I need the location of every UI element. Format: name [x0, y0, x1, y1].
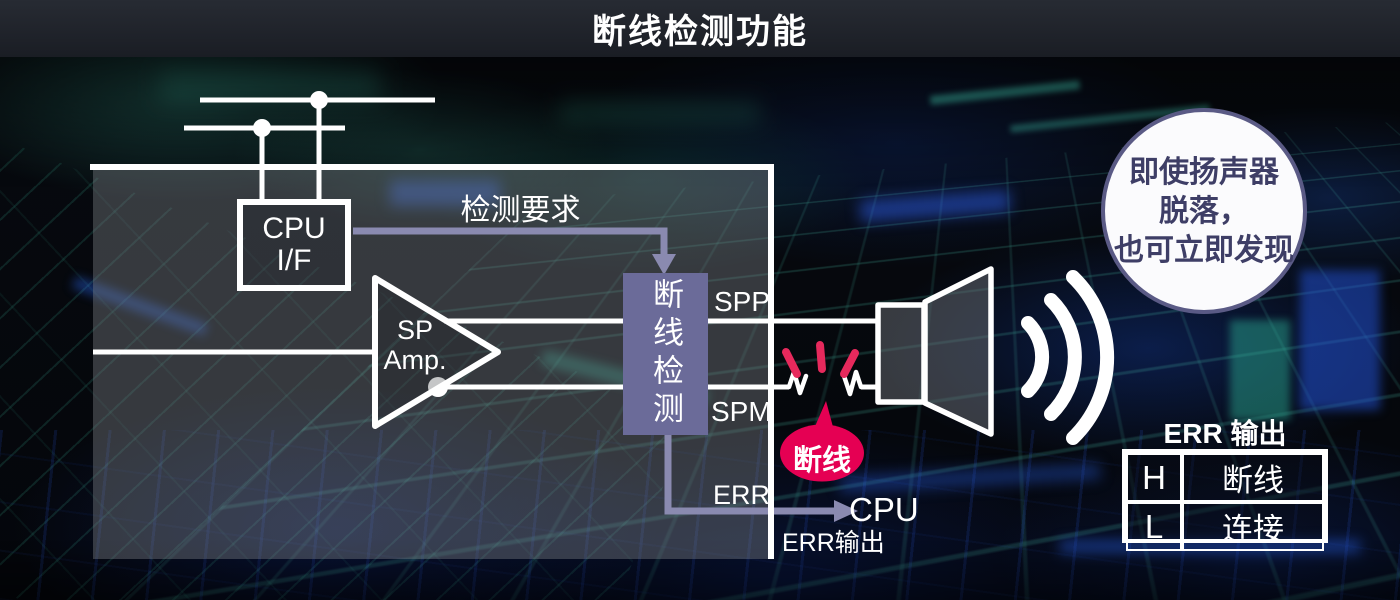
cpu-if-box: CPU I/F [237, 199, 351, 291]
cpu-if-label-line2: I/F [277, 245, 312, 277]
cpu-if-label-line1: CPU [262, 213, 325, 245]
junction-dot [310, 91, 328, 109]
junction-dot [253, 119, 271, 137]
disconnection-detector-block: 断线检测 [623, 273, 708, 435]
callout-line2: 脱落， [1159, 192, 1249, 231]
detect-request-arrow [353, 231, 676, 275]
err-table-level-l: L [1126, 502, 1182, 551]
err-table-title: ERR 输出 [1122, 412, 1328, 452]
pin-label-err: ERR [713, 480, 770, 511]
sound-waves-icon [1028, 277, 1107, 438]
page-title: 断线检测功能 [592, 4, 808, 53]
callout-line3: 也可立即发现 [1114, 231, 1294, 270]
sp-amp-label-line2: Amp. [378, 346, 452, 376]
err-table-state-disconnected: 断线 [1182, 453, 1324, 502]
disconnection-badge-label: 断线 [780, 437, 864, 479]
bus-lines [184, 100, 435, 199]
break-spark-icon [786, 345, 855, 374]
pin-label-spp: SPP [714, 286, 770, 318]
err-table-state-connected: 连接 [1182, 502, 1324, 551]
sp-amp-label-line1: SP [378, 316, 452, 346]
detect-request-label: 检测要求 [428, 185, 613, 229]
err-output-caption: ERR输出 [782, 523, 885, 559]
callout-line1: 即使扬声器 [1129, 153, 1279, 192]
speaker-icon [878, 269, 991, 434]
pin-label-spm: SPM [711, 396, 772, 428]
callout-bubble: 即使扬声器 脱落， 也可立即发现 [1101, 108, 1307, 314]
detector-label: 断线检测 [643, 278, 688, 430]
err-table: H 断线 L 连接 [1122, 449, 1328, 543]
err-table-level-h: H [1126, 453, 1182, 502]
sp-amp-label: SP Amp. [378, 316, 452, 375]
title-bar: 断线检测功能 [0, 0, 1400, 57]
